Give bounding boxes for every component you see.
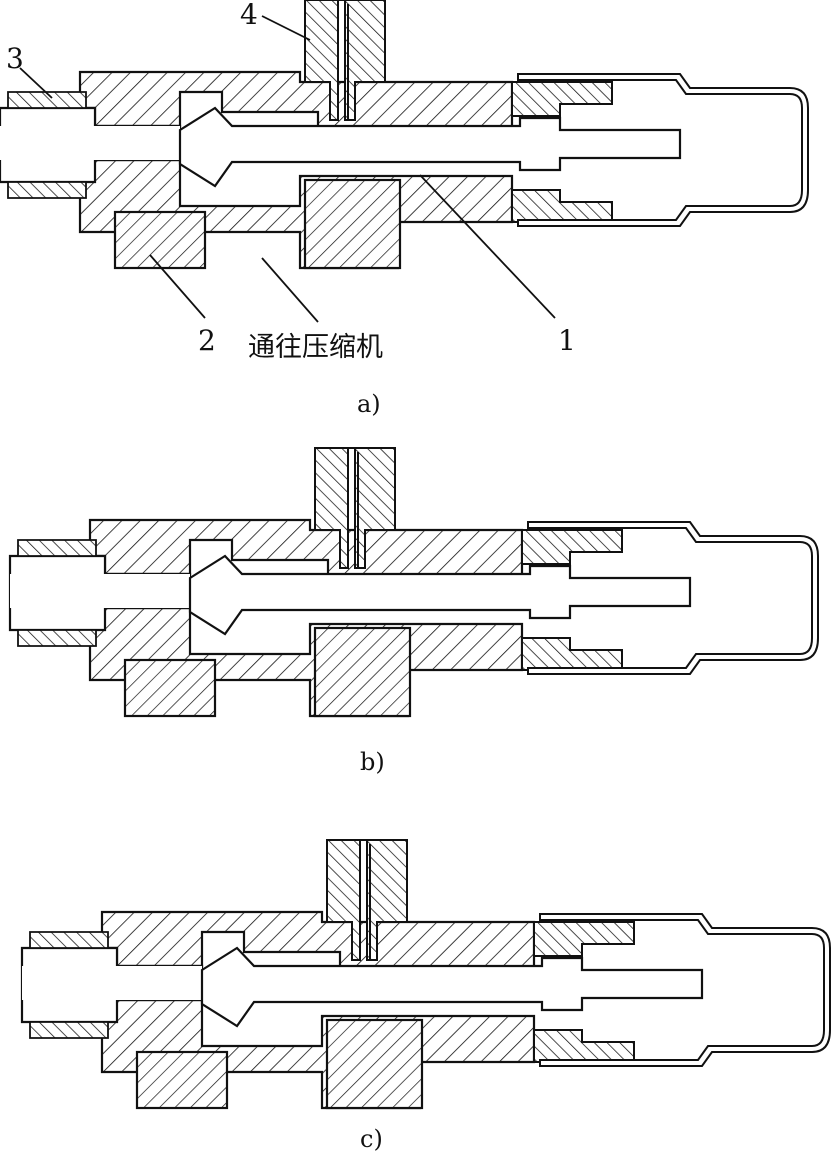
leader-line-compressor [261,257,319,323]
callout-compressor: 通往压缩机 [248,332,383,363]
callout-3: 3 [6,42,24,75]
caption-a: a) [357,390,381,418]
caption-b: b) [360,748,385,776]
panel-c: c) [20,838,832,1153]
leader-line-3 [19,67,53,99]
leader-line-4 [261,15,311,41]
leader-line-2 [149,254,206,319]
caption-c: c) [360,1125,383,1153]
panel-b: b) [8,446,820,776]
callout-1: 1 [558,324,576,357]
leader-line-1 [419,174,556,319]
panel-a: 3 4 2 通往压缩机 1 a) [0,0,810,418]
callout-4: 4 [240,0,258,31]
callout-2: 2 [198,324,216,357]
